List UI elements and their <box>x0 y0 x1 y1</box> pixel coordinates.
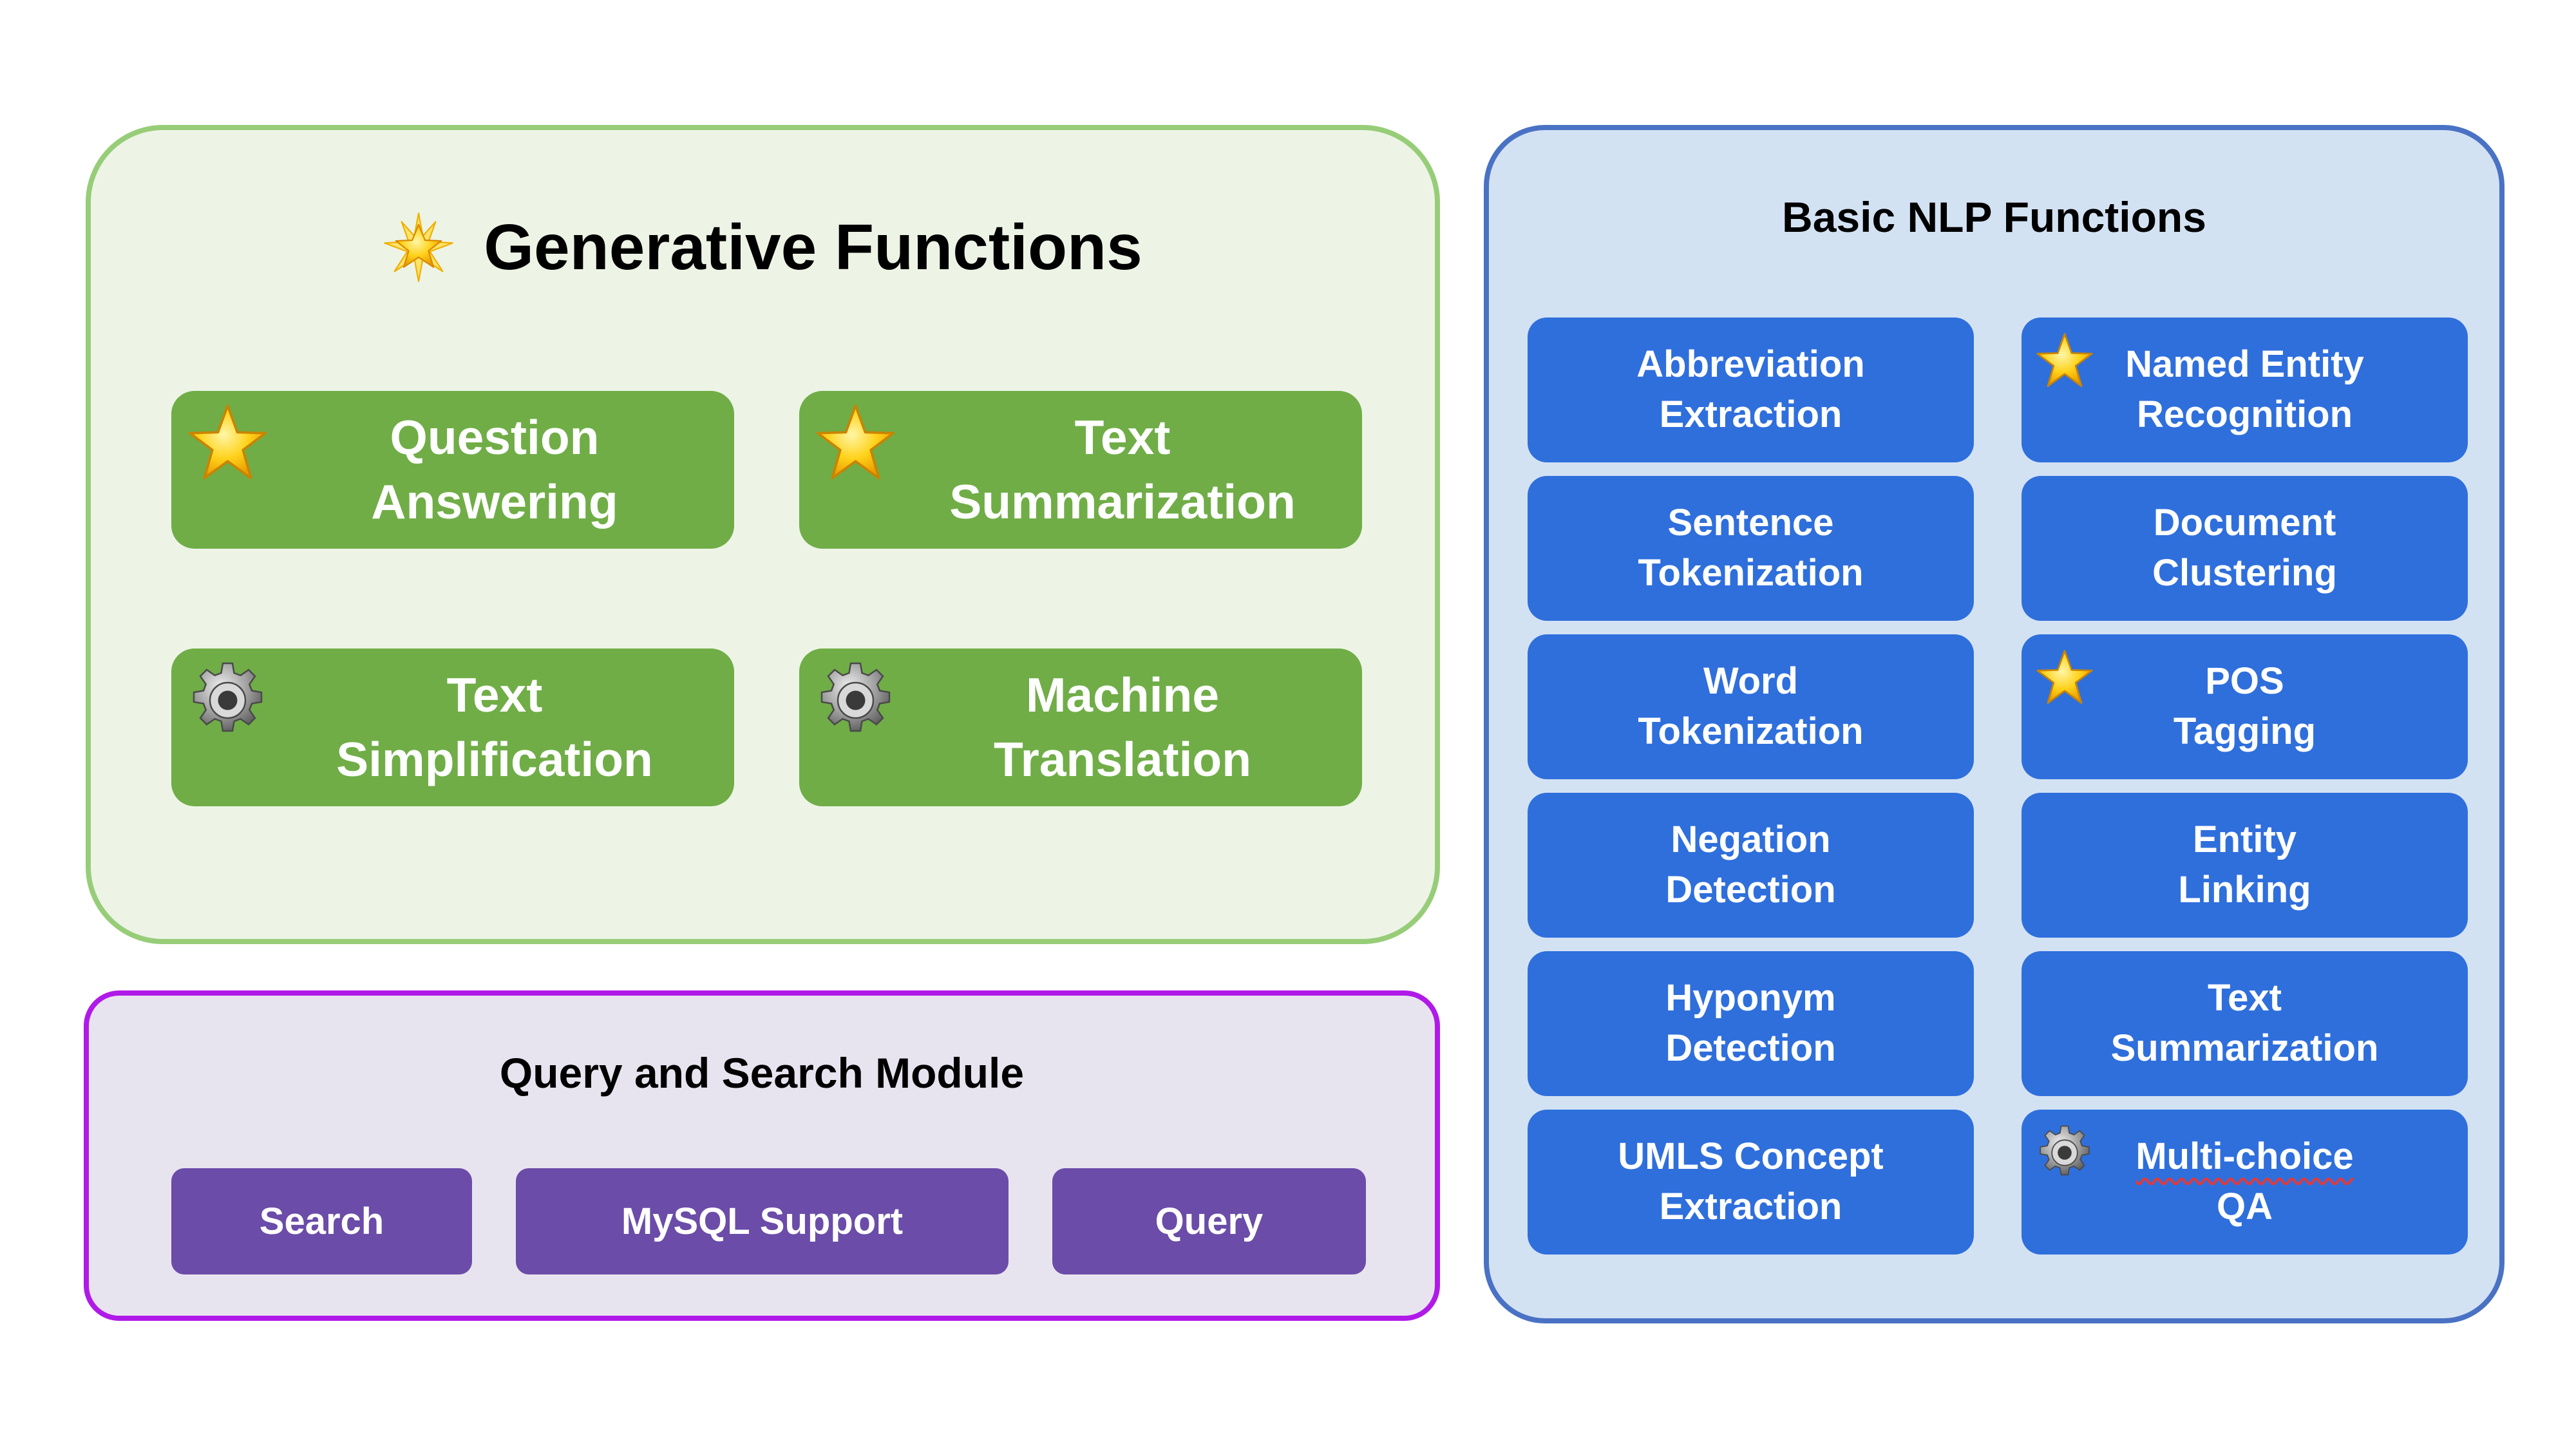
box-label-line1: Question <box>390 410 600 464</box>
multi-choice-qa-box: Multi-choice QA <box>2022 1110 2468 1255</box>
question-answering-box: Question Answering <box>171 391 734 549</box>
word-tokenization-box: Word Tokenization <box>1528 634 1974 779</box>
box-label-line2: Extraction <box>1659 393 1842 435</box>
box-label-line2: Linking <box>2178 869 2311 911</box>
text-simplification-box: Text Simplification <box>171 649 734 806</box>
box-label-line1: Sentence <box>1667 502 1834 544</box>
box-label-line1: Document <box>2153 502 2336 544</box>
search-box: Search <box>171 1168 472 1274</box>
box-label-line1: Named Entity <box>2125 343 2364 385</box>
query-search-module-panel: Query and Search Module Search MySQL Sup… <box>84 990 1440 1321</box>
box-label-line2: Detection <box>1665 1027 1836 1069</box>
box-label-line2: Tokenization <box>1638 710 1864 752</box>
box-label-line2: Summarization <box>2110 1027 2379 1069</box>
text-summarization-box: Text Summarization <box>799 391 1362 549</box>
box-label-line1: Word <box>1703 660 1799 702</box>
box-label-line1: Entity <box>2192 819 2297 860</box>
box-label-line2: Recognition <box>2136 393 2353 435</box>
box-label-line1: POS <box>2205 660 2284 702</box>
gear-icon <box>815 660 896 741</box>
box-label-line1: Negation <box>1671 819 1831 860</box>
box-label-line2: Simplification <box>336 732 653 786</box>
box-label-line1: Hyponym <box>1665 977 1836 1019</box>
pos-tagging-box: POS Tagging <box>2022 634 2468 779</box>
sentence-tokenization-box: Sentence Tokenization <box>1528 476 1974 621</box>
mysql-support-box: MySQL Support <box>516 1168 1009 1274</box>
generative-functions-heading: Generative Functions <box>91 202 1435 292</box>
basic-nlp-functions-panel: Basic NLP Functions Abbreviation Extract… <box>1484 125 2505 1323</box>
entity-linking-box: Entity Linking <box>2022 793 2468 938</box>
box-label-line2: Tagging <box>2173 710 2316 752</box>
generative-functions-panel: Generative Functions Question Answering … <box>86 125 1440 944</box>
box-label-line1: Abbreviation <box>1636 343 1865 385</box>
box-label-line1: UMLS Concept <box>1618 1135 1884 1177</box>
hyponym-detection-box: Hyponym Detection <box>1528 951 1974 1096</box>
box-label-line1: Text <box>1074 410 1171 464</box>
text-summarization-nlp-box: Text Summarization <box>2022 951 2468 1096</box>
glowing-star-icon <box>383 212 454 283</box>
document-clustering-box: Document Clustering <box>2022 476 2468 621</box>
box-label-line2: Summarization <box>949 475 1296 529</box>
box-label-line2: QA <box>2217 1186 2273 1227</box>
box-label-line1: Machine <box>1025 668 1220 722</box>
gear-icon <box>187 660 268 741</box>
box-label-line2: Answering <box>371 475 618 529</box>
box-label-line2: Detection <box>1665 869 1836 911</box>
basic-nlp-functions-title: Basic NLP Functions <box>1782 193 2206 241</box>
query-search-module-title: Query and Search Module <box>499 1049 1025 1097</box>
box-label-line2: Extraction <box>1659 1186 1842 1227</box>
star-icon <box>815 402 896 483</box>
box-label-line2: Translation <box>993 732 1252 786</box>
box-label-line1: Multi-choice <box>2136 1135 2354 1177</box>
box-label-line1: Text <box>446 668 543 722</box>
box-label-line2: Tokenization <box>1638 552 1864 594</box>
generative-functions-title: Generative Functions <box>484 211 1142 283</box>
query-box: Query <box>1052 1168 1366 1274</box>
box-label-line1: Text <box>2208 977 2282 1019</box>
star-icon <box>187 402 268 483</box>
named-entity-recognition-box: Named Entity Recognition <box>2022 317 2468 462</box>
abbreviation-extraction-box: Abbreviation Extraction <box>1528 317 1974 462</box>
machine-translation-box: Machine Translation <box>799 649 1362 806</box>
umls-concept-extraction-box: UMLS Concept Extraction <box>1528 1110 1974 1255</box>
negation-detection-box: Negation Detection <box>1528 793 1974 938</box>
box-label-line2: Clustering <box>2152 552 2337 594</box>
